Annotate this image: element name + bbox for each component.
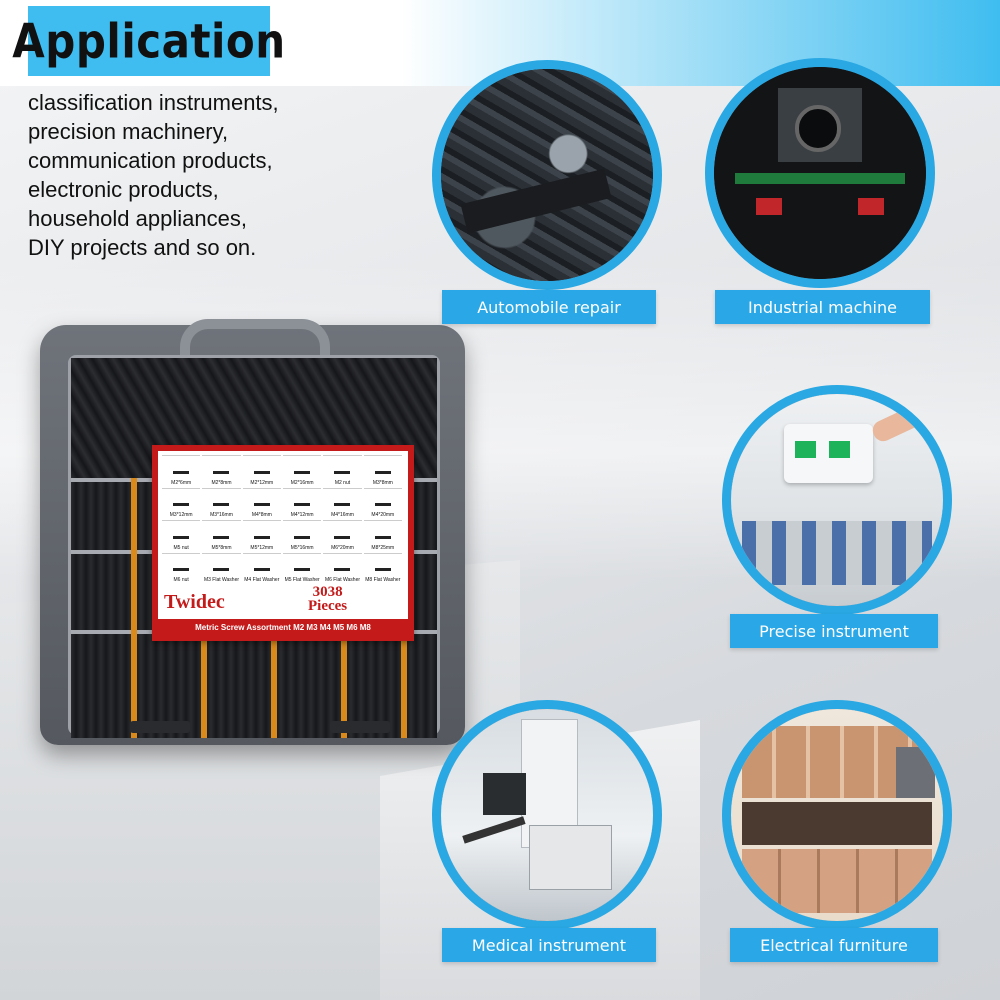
compartment-divider xyxy=(131,478,137,738)
label-grid-item: M3*12mm xyxy=(162,487,201,518)
label-grid-item: M4*12mm xyxy=(282,487,322,518)
label-grid-item: M4*20mm xyxy=(363,487,402,518)
label-grid-item: M6*20mm xyxy=(323,520,362,551)
application-description: classification instruments, precision ma… xyxy=(28,88,448,262)
title-box: Application xyxy=(12,6,285,76)
description-line: classification instruments, xyxy=(28,90,279,115)
product-label: M2*6mm M2*8mm M2*12mm M2*16mm M2 nut M3*… xyxy=(152,445,414,641)
description-line: DIY projects and so on. xyxy=(28,235,257,260)
label-size-grid: M2*6mm M2*8mm M2*12mm M2*16mm M2 nut M3*… xyxy=(162,455,402,583)
app-label-industrial-machine: Industrial machine xyxy=(715,290,930,324)
label-grid-item: M8 Flat Washer xyxy=(363,552,402,583)
app-label-precise-instrument: Precise instrument xyxy=(730,614,938,648)
description-line: precision machinery, xyxy=(28,119,229,144)
kitchen-scene-icon xyxy=(731,709,943,921)
app-label-electrical-furniture: Electrical furniture xyxy=(730,928,938,962)
label-grid-item: M5*12mm xyxy=(242,520,281,551)
brand-name: Twidec xyxy=(164,591,225,613)
case-latch xyxy=(330,721,390,733)
case-handle xyxy=(180,319,330,373)
label-grid-item: M3*16mm xyxy=(202,487,241,518)
case-latch xyxy=(130,721,190,733)
machine-scene-icon xyxy=(714,67,926,279)
medical-scene-image xyxy=(432,700,662,930)
product-subtitle: Metric Screw Assortment M2 M3 M4 M5 M6 M… xyxy=(158,619,408,635)
product-label-inner: M2*6mm M2*8mm M2*12mm M2*16mm M2 nut M3*… xyxy=(158,451,408,635)
label-grid-item: M4*16mm xyxy=(323,487,362,518)
engine-scene-icon xyxy=(441,69,653,281)
label-grid-item: M5*8mm xyxy=(202,520,241,551)
engine-scene-image xyxy=(432,60,662,290)
piece-count: 3038 Pieces xyxy=(308,584,348,614)
description-line: household appliances, xyxy=(28,206,247,231)
piece-count-unit: Pieces xyxy=(308,598,348,614)
kitchen-scene-image xyxy=(722,700,952,930)
label-grid-item: M6 nut xyxy=(162,552,201,583)
medical-scene-icon xyxy=(441,709,653,921)
instrument-scene-image xyxy=(722,385,952,615)
label-grid-item: M5*16mm xyxy=(282,520,322,551)
label-grid-item: M8*25mm xyxy=(363,520,402,551)
label-grid-item: M3 Flat Washer xyxy=(202,552,241,583)
label-grid-item: M2*12mm xyxy=(242,455,281,486)
app-label-medical-instrument: Medical instrument xyxy=(442,928,656,962)
instrument-scene-icon xyxy=(731,394,943,606)
screw-assortment-case: M2*6mm M2*8mm M2*12mm M2*16mm M2 nut M3*… xyxy=(40,319,465,745)
label-grid-item: M6 Flat Washer xyxy=(323,552,362,583)
label-grid-item: M3*8mm xyxy=(363,455,402,486)
label-grid-item: M5 nut xyxy=(162,520,201,551)
label-grid-item: M5 Flat Washer xyxy=(282,552,322,583)
description-line: communication products, xyxy=(28,148,273,173)
description-line: electronic products, xyxy=(28,177,219,202)
label-grid-item: M4*8mm xyxy=(242,487,281,518)
label-grid-item: M4 Flat Washer xyxy=(242,552,281,583)
machine-scene-image xyxy=(705,58,935,288)
label-grid-item: M2*6mm xyxy=(162,455,201,486)
label-grid-item: M2*8mm xyxy=(202,455,241,486)
label-grid-item: M2*16mm xyxy=(282,455,322,486)
label-grid-item: M2 nut xyxy=(323,455,362,486)
app-label-automobile-repair: Automobile repair xyxy=(442,290,656,324)
piece-count-number: 3038 xyxy=(312,584,343,600)
page-title: Application xyxy=(12,13,286,69)
